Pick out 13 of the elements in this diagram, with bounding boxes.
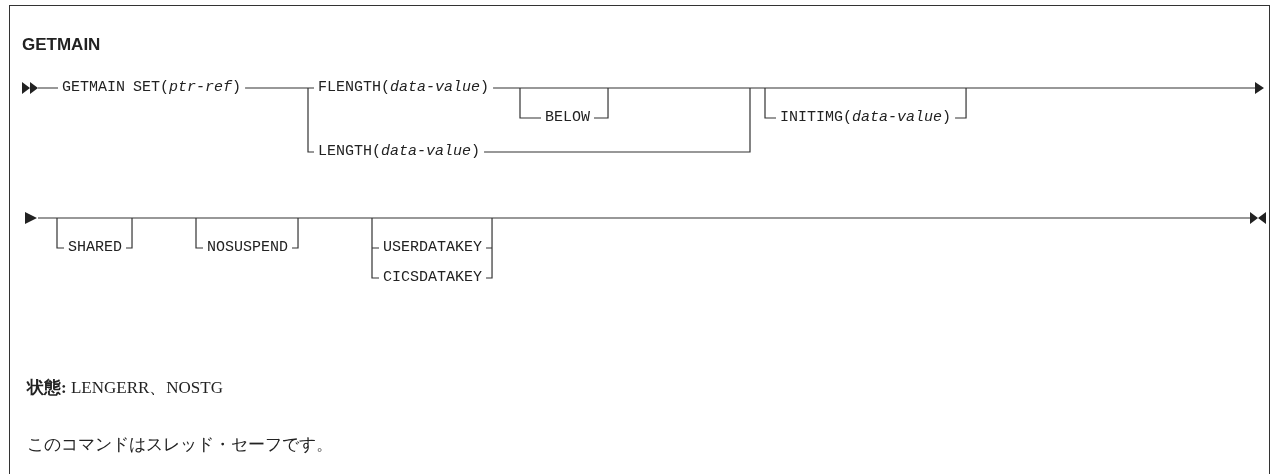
keyword-text: USERDATAKEY bbox=[383, 239, 483, 257]
note-text: このコマンドはスレッド・セーフです。 bbox=[27, 434, 333, 456]
keyword-text: NOSUSPEND bbox=[207, 239, 288, 257]
note-text: 状態: LENGERR、NOSTG bbox=[27, 377, 223, 399]
keyword-text: INITIMG(data-value) bbox=[780, 109, 952, 127]
title: GETMAIN bbox=[22, 35, 101, 55]
keyword-text: FLENGTH(data-value) bbox=[318, 79, 490, 97]
keyword-text: CICSDATAKEY bbox=[383, 269, 483, 287]
keyword-text: LENGTH(data-value) bbox=[318, 143, 481, 161]
keyword-text: SHARED bbox=[68, 239, 122, 257]
keyword-text: SET(ptr-ref) bbox=[133, 79, 242, 97]
keyword-text: BELOW bbox=[545, 109, 590, 127]
keyword-text: GETMAIN bbox=[62, 79, 125, 97]
